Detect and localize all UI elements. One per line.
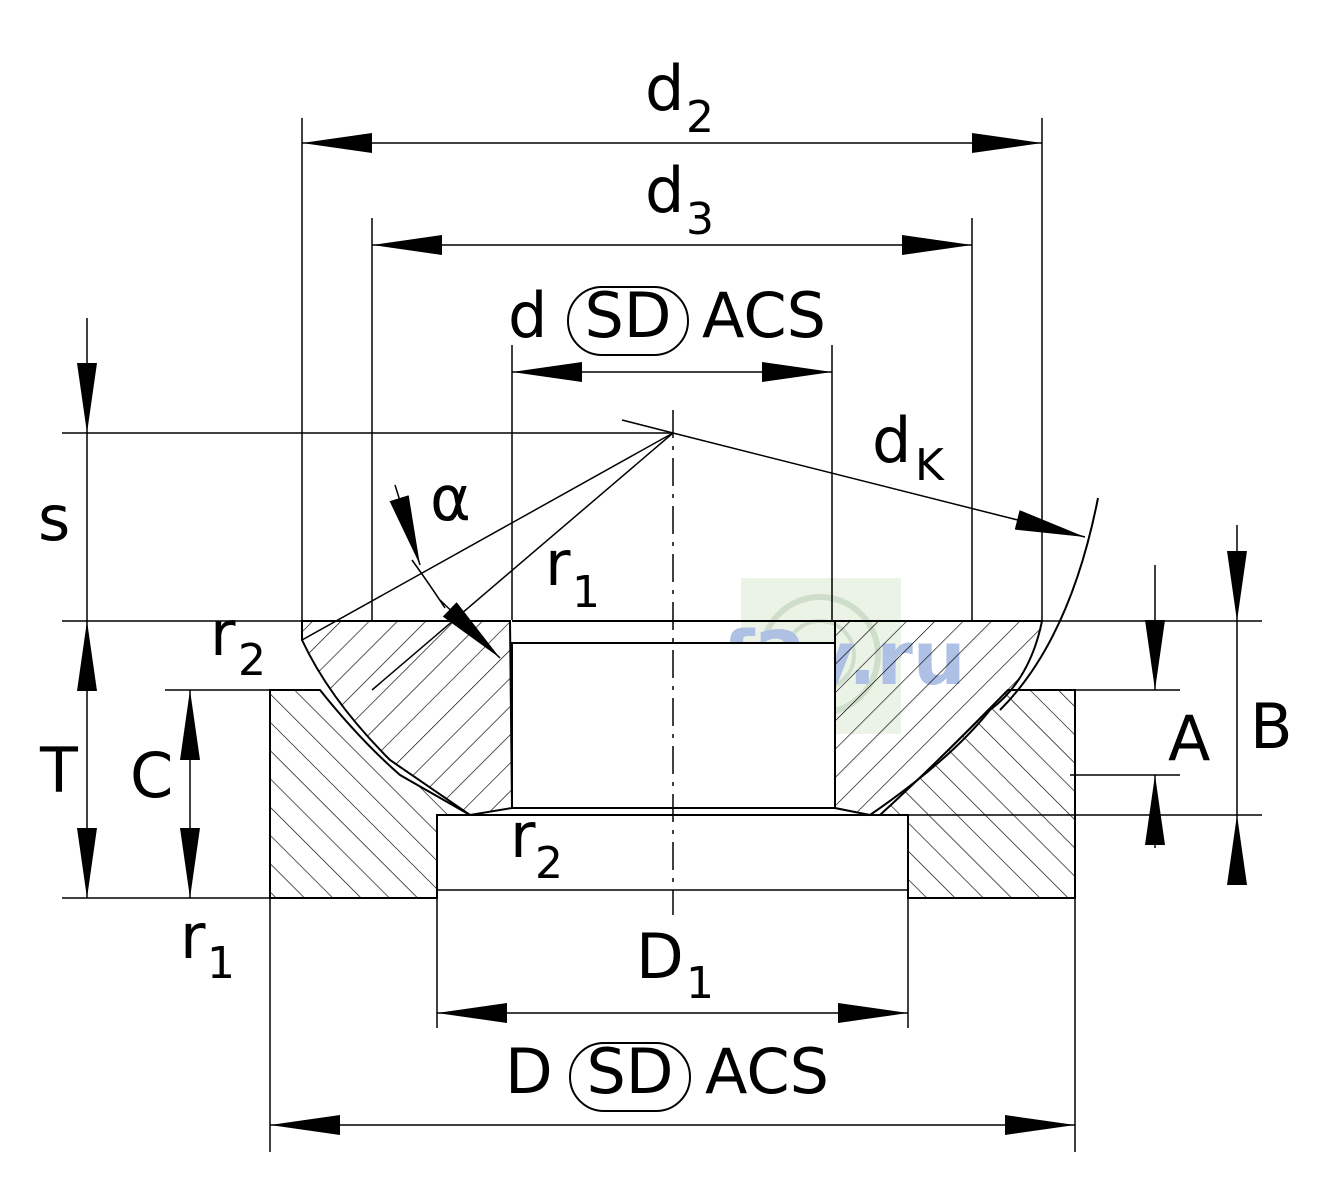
extension-lines bbox=[62, 118, 1262, 1152]
svg-text:d: d bbox=[645, 154, 684, 227]
svg-text:ACS: ACS bbox=[705, 1035, 829, 1108]
label-r1-upper: r 1 bbox=[545, 527, 600, 618]
svg-text:1: 1 bbox=[572, 567, 600, 618]
label-B: B bbox=[1250, 690, 1293, 763]
svg-text:SD: SD bbox=[586, 1035, 673, 1108]
svg-text:2: 2 bbox=[238, 635, 266, 686]
label-r1-lower: r 1 bbox=[180, 900, 235, 989]
shaft-washer-left-section bbox=[301, 620, 514, 817]
svg-text:d: d bbox=[872, 404, 911, 477]
dimension-lines bbox=[77, 133, 1247, 1135]
svg-text:2: 2 bbox=[686, 92, 714, 143]
sd-symbol-frame bbox=[567, 286, 689, 356]
housing-washer-right-section bbox=[877, 689, 1076, 899]
svg-text:r: r bbox=[210, 597, 236, 670]
label-T: T bbox=[39, 734, 79, 807]
label-alpha: α bbox=[430, 462, 471, 535]
label-C: C bbox=[130, 739, 173, 812]
label-A: A bbox=[1168, 702, 1210, 775]
svg-text:r: r bbox=[180, 900, 206, 973]
svg-text:ACS: ACS bbox=[702, 279, 826, 352]
label-d-tolerance: d SD ACS bbox=[508, 279, 826, 356]
label-D1: D 1 bbox=[636, 920, 714, 1009]
svg-text:D: D bbox=[505, 1035, 553, 1108]
label-D-tolerance: D SD ACS bbox=[505, 1035, 829, 1112]
svg-text:D: D bbox=[636, 920, 684, 993]
label-r2-lower: r 2 bbox=[510, 799, 563, 889]
dim-alpha-2 bbox=[439, 599, 501, 659]
dim-alpha bbox=[389, 484, 421, 566]
sphere-arc bbox=[999, 497, 1099, 711]
housing-washer-left-section bbox=[269, 689, 474, 899]
svg-text:SD: SD bbox=[584, 279, 671, 352]
svg-text:d: d bbox=[645, 52, 684, 125]
dim-dk bbox=[672, 432, 1086, 538]
label-d2: d 2 bbox=[645, 52, 714, 143]
svg-text:K: K bbox=[915, 440, 945, 491]
svg-text:r: r bbox=[510, 799, 536, 872]
label-r2-left: r 2 bbox=[210, 597, 266, 686]
label-dk: d K bbox=[872, 404, 945, 491]
label-s: s bbox=[38, 482, 70, 555]
sd-symbol-frame-lower bbox=[569, 1042, 691, 1112]
svg-text:1: 1 bbox=[207, 938, 235, 989]
label-d3: d 3 bbox=[645, 154, 714, 245]
svg-text:3: 3 bbox=[686, 194, 714, 245]
svg-text:2: 2 bbox=[535, 838, 563, 889]
svg-text:1: 1 bbox=[686, 958, 714, 1009]
svg-text:r: r bbox=[545, 527, 571, 600]
svg-text:d: d bbox=[508, 279, 547, 352]
